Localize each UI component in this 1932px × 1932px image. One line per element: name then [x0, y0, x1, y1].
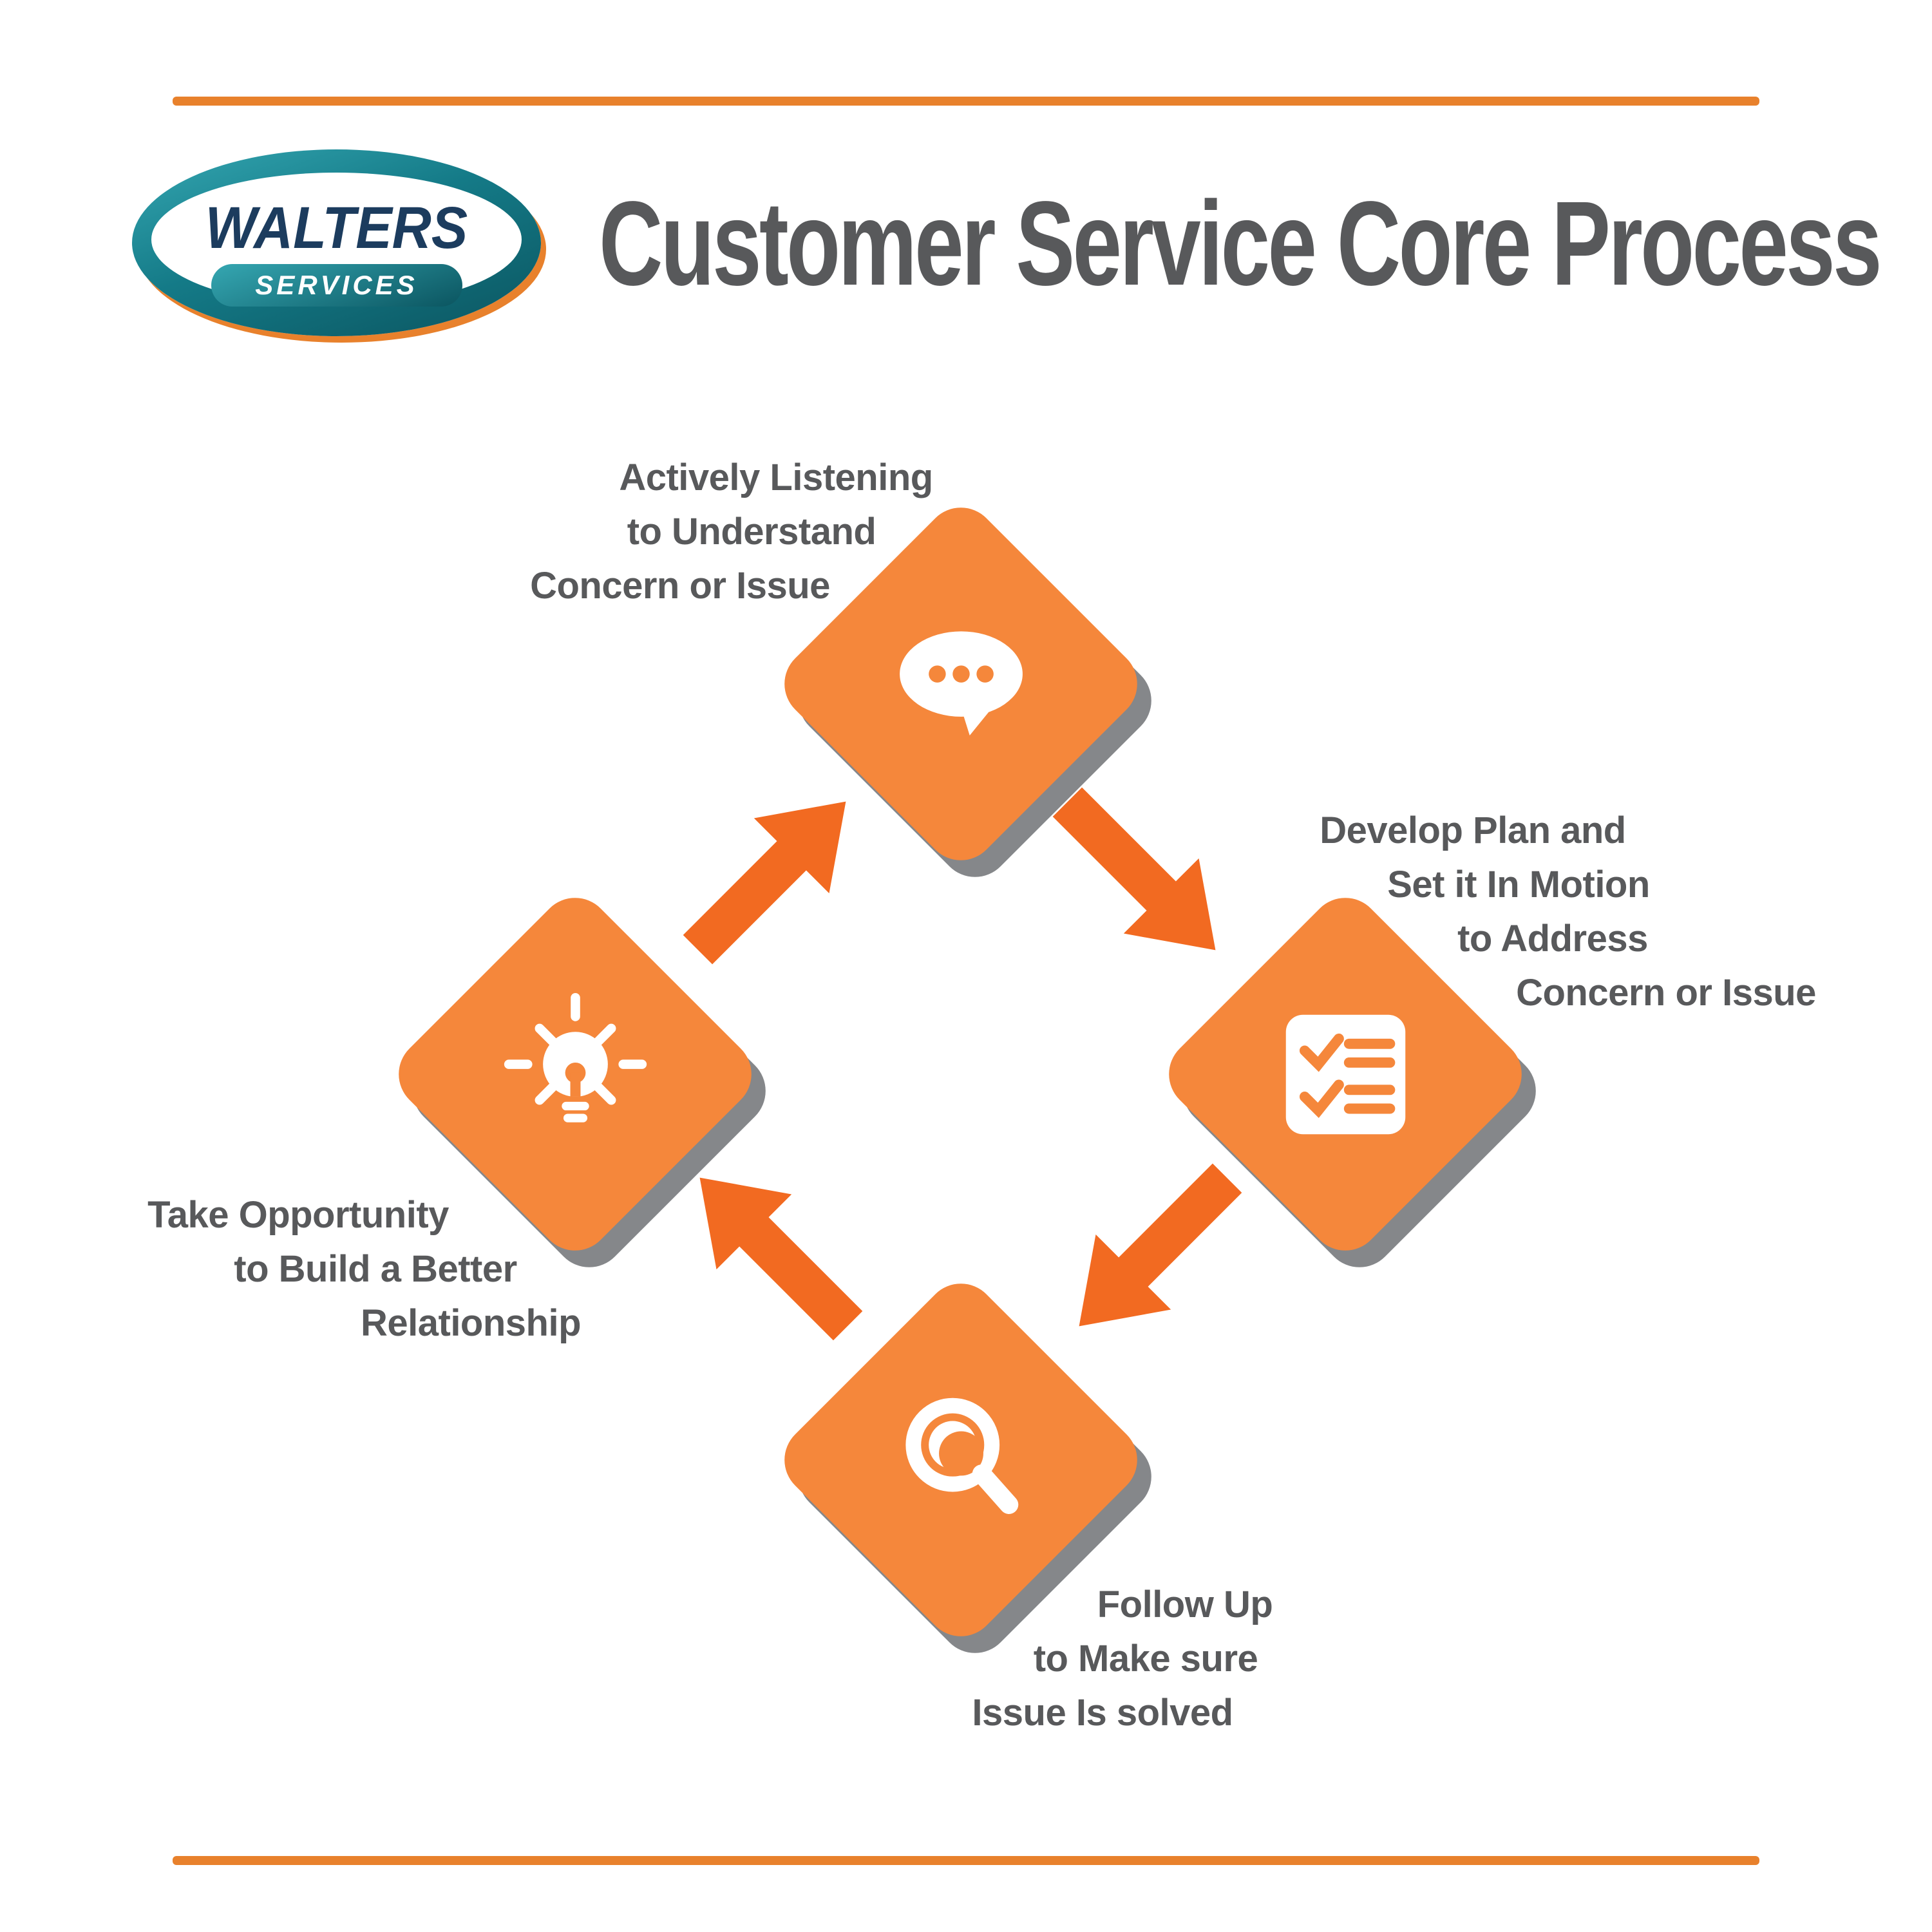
- node-relationship: [384, 883, 781, 1282]
- label-line: Actively Listening: [619, 457, 933, 498]
- label-line: to Build a Better: [234, 1248, 517, 1291]
- label-line: Set it In Motion: [1387, 864, 1650, 906]
- arrow-plan-to-follow-up: [1035, 1136, 1269, 1370]
- label-line: Follow Up: [1097, 1584, 1273, 1625]
- label-line: to Address: [1457, 918, 1648, 960]
- arrow-follow-up-to-relationship: [656, 1133, 889, 1367]
- label-line: Take Opportunity: [147, 1194, 449, 1236]
- arrow-relationship-to-listen: [656, 757, 889, 991]
- speech-bubble-icon: [826, 549, 1096, 819]
- label-line: Concern or Issue: [1516, 972, 1816, 1014]
- label-line: Concern or Issue: [530, 565, 830, 607]
- logo-services-banner: SERVICES: [211, 264, 462, 307]
- node-label-listen: Actively Listening to Understand Concern…: [530, 451, 989, 613]
- label-line: Relationship: [360, 1302, 582, 1345]
- logo-secondary-text: SERVICES: [255, 270, 418, 300]
- page-title: Customer Service Core Process: [599, 177, 1882, 310]
- top-divider-rule: [173, 97, 1759, 106]
- label-line: Develop Plan and: [1320, 810, 1626, 851]
- arrow-listen-to-plan: [1025, 760, 1259, 994]
- checklist-icon: [1210, 939, 1481, 1209]
- node-label-follow-up: Follow Up to Make sure Issue Is solved: [972, 1578, 1397, 1740]
- walters-services-logo: WALTERS SERVICES: [132, 149, 541, 336]
- label-line: to Make sure: [1033, 1638, 1258, 1680]
- magnifying-glass-icon: [826, 1325, 1096, 1595]
- node-label-relationship: Take Opportunity to Build a Better Relat…: [86, 1188, 581, 1350]
- node-plan: [1154, 883, 1551, 1282]
- node-follow-up: [770, 1269, 1166, 1668]
- label-line: Issue Is solved: [972, 1692, 1233, 1734]
- label-line: to Understand: [627, 511, 876, 553]
- logo-primary-text: WALTERS: [205, 195, 468, 261]
- lightbulb-icon: [440, 939, 710, 1209]
- node-label-plan: Develop Plan and Set it In Motion to Add…: [1260, 804, 1816, 1020]
- bottom-divider-rule: [173, 1856, 1759, 1865]
- node-listen: [770, 493, 1166, 892]
